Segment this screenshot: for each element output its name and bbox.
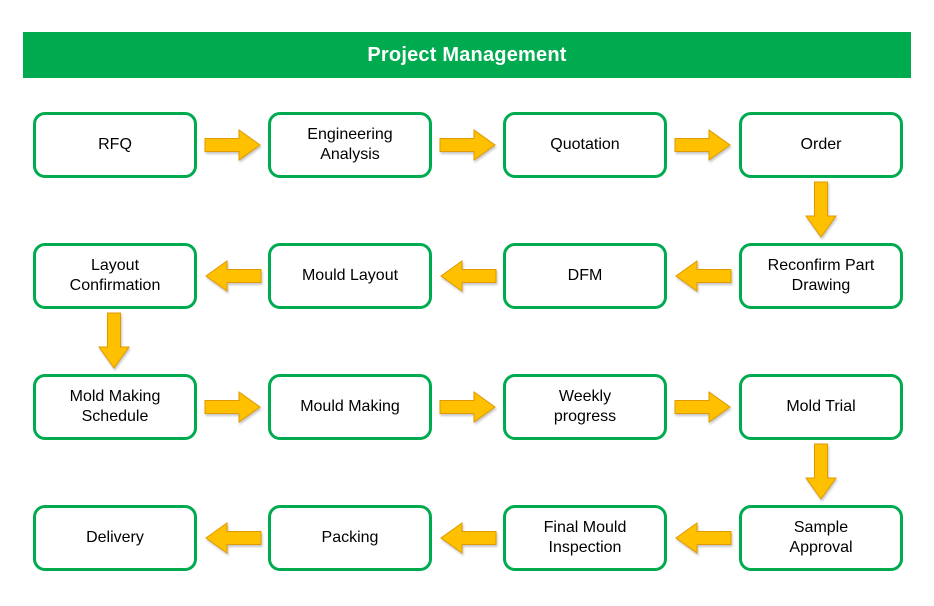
arrow-left-icon: [674, 258, 732, 294]
flow-step-sample-approval: Sample Approval: [739, 505, 903, 571]
arrow-right-icon: [439, 389, 497, 425]
flow-step-mold-trial: Mold Trial: [739, 374, 903, 440]
arrow-left-icon: [439, 258, 497, 294]
arrow-down-icon: [803, 181, 839, 239]
flow-step-reconfirm-part-drawing: Reconfirm Part Drawing: [739, 243, 903, 309]
arrow-left-icon: [674, 520, 732, 556]
flow-step-weekly-progress: Weekly progress: [503, 374, 667, 440]
arrow-left-icon: [439, 520, 497, 556]
arrow-right-icon: [674, 389, 732, 425]
flow-step-mould-making: Mould Making: [268, 374, 432, 440]
arrow-down-icon: [803, 443, 839, 501]
flow-step-quotation: Quotation: [503, 112, 667, 178]
arrow-right-icon: [674, 127, 732, 163]
arrow-right-icon: [439, 127, 497, 163]
arrow-right-icon: [204, 389, 262, 425]
flow-step-mold-making-schedule: Mold Making Schedule: [33, 374, 197, 440]
flow-step-mould-layout: Mould Layout: [268, 243, 432, 309]
flow-step-order: Order: [739, 112, 903, 178]
header-banner: Project Management: [23, 32, 911, 78]
flow-step-packing: Packing: [268, 505, 432, 571]
flow-step-delivery: Delivery: [33, 505, 197, 571]
arrow-right-icon: [204, 127, 262, 163]
arrow-left-icon: [204, 520, 262, 556]
flow-step-layout-confirmation: Layout Confirmation: [33, 243, 197, 309]
page-title: Project Management: [367, 43, 567, 66]
arrow-left-icon: [204, 258, 262, 294]
flow-step-dfm: DFM: [503, 243, 667, 309]
flow-step-engineering-analysis: Engineering Analysis: [268, 112, 432, 178]
flow-step-final-mould-inspection: Final Mould Inspection: [503, 505, 667, 571]
flow-step-rfq: RFQ: [33, 112, 197, 178]
arrow-down-icon: [96, 312, 132, 370]
